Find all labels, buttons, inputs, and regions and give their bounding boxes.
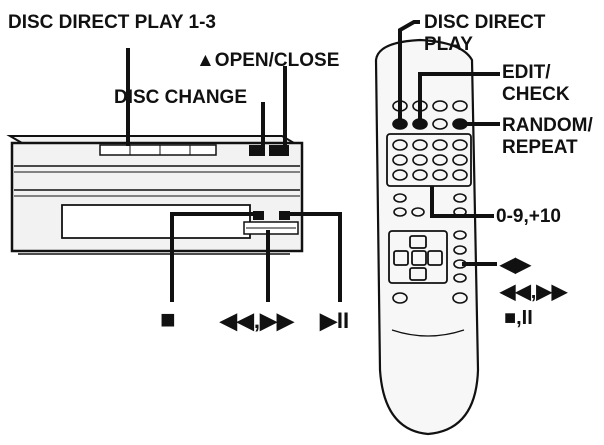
label-disc-direct-play-1-3: DISC DIRECT PLAY 1-3: [8, 12, 216, 33]
remote-callout-lines: [398, 20, 500, 266]
disc-change-button[interactable]: [249, 145, 265, 156]
open-close-button[interactable]: [269, 145, 289, 156]
label-disc-direct-play-line1: DISC DIRECT: [424, 12, 546, 33]
remote-cursor-pad[interactable]: [388, 230, 448, 284]
label-remote-cursor: ◀▶: [499, 254, 532, 276]
label-remote-skip: ◀◀,▶▶: [499, 281, 569, 303]
play-pause-icon: ▶II: [319, 308, 349, 333]
skip-icon: ◀◀,▶▶: [219, 308, 295, 333]
remote-control: [374, 38, 480, 436]
label-numeric-keys: 0-9,+10: [496, 206, 561, 227]
remote-numeric-keypad[interactable]: [386, 133, 472, 187]
display-window: [61, 204, 251, 239]
cd-player-unit: [6, 135, 304, 255]
label-open-close: ▲OPEN/CLOSE: [196, 50, 339, 71]
player-callout-lines: [126, 48, 342, 302]
label-disc-direct-play-line2: PLAY: [424, 34, 473, 55]
label-edit-check-line1: EDIT/: [502, 62, 551, 83]
remote-mid-buttons[interactable]: [393, 193, 467, 217]
label-random-repeat-line1: RANDOM/: [502, 115, 593, 136]
label-remote-stop-pause: ■,II: [504, 307, 533, 329]
remote-body: [374, 38, 480, 436]
disc-direct-play-buttons[interactable]: [99, 144, 217, 156]
label-disc-change: DISC CHANGE: [114, 87, 247, 108]
stop-icon: ■: [160, 304, 176, 334]
label-random-repeat-line2: REPEAT: [502, 137, 578, 158]
label-edit-check-line2: CHECK: [502, 84, 570, 105]
